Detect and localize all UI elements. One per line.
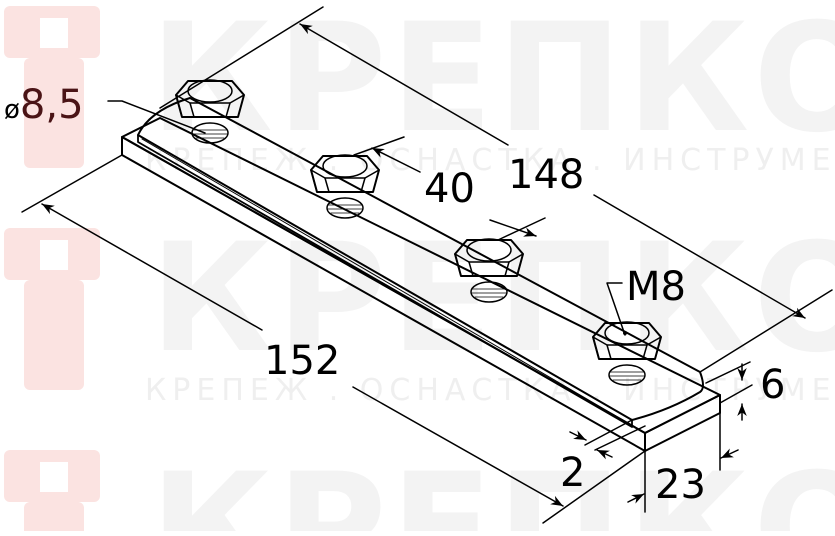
watermark-tagline: КРЕПЕЖ . ОСНАСТКА . ИНСТРУМЕНТ [145,143,835,178]
bolt-2 [310,154,380,219]
label-hole-diameter: ø8,5 [4,82,84,128]
label-bolt-pitch: 40 [424,166,475,212]
dim-step [569,419,646,460]
label-bolt-span: 148 [508,152,584,198]
bolt-1 [175,79,245,144]
watermark-logo-icon [4,6,100,536]
watermark-tagline: КРЕПЕЖ . ОСНАСТКА . ИНСТРУМЕНТ [145,373,835,408]
watermark: КРЕПКОМ КРЕПЕЖ . ОСНАСТКА . ИНСТРУМЕНТ К… [4,0,835,536]
bolt-3 [454,238,524,303]
label-plate-length: 152 [264,338,340,384]
dim-plate-length [21,154,646,524]
label-step: 2 [560,450,585,496]
label-thickness: 6 [760,362,785,408]
dim-hole-diameter [107,100,206,134]
dim-thread [606,282,626,336]
label-thread: M8 [626,264,686,310]
watermark-brand: КРЕПКОМ [150,0,835,166]
upper-strip [137,97,704,428]
bolt-4 [592,321,662,386]
dim-thickness [705,361,753,421]
label-width: 23 [655,462,706,508]
bolts [175,79,662,386]
watermark-brand: КРЕПКОМ [150,442,835,531]
dim-bolt-span [159,6,833,373]
dim-width [627,412,739,513]
dim-bolt-pitch [353,136,546,241]
watermark-brand: КРЕПКОМ [150,212,835,386]
